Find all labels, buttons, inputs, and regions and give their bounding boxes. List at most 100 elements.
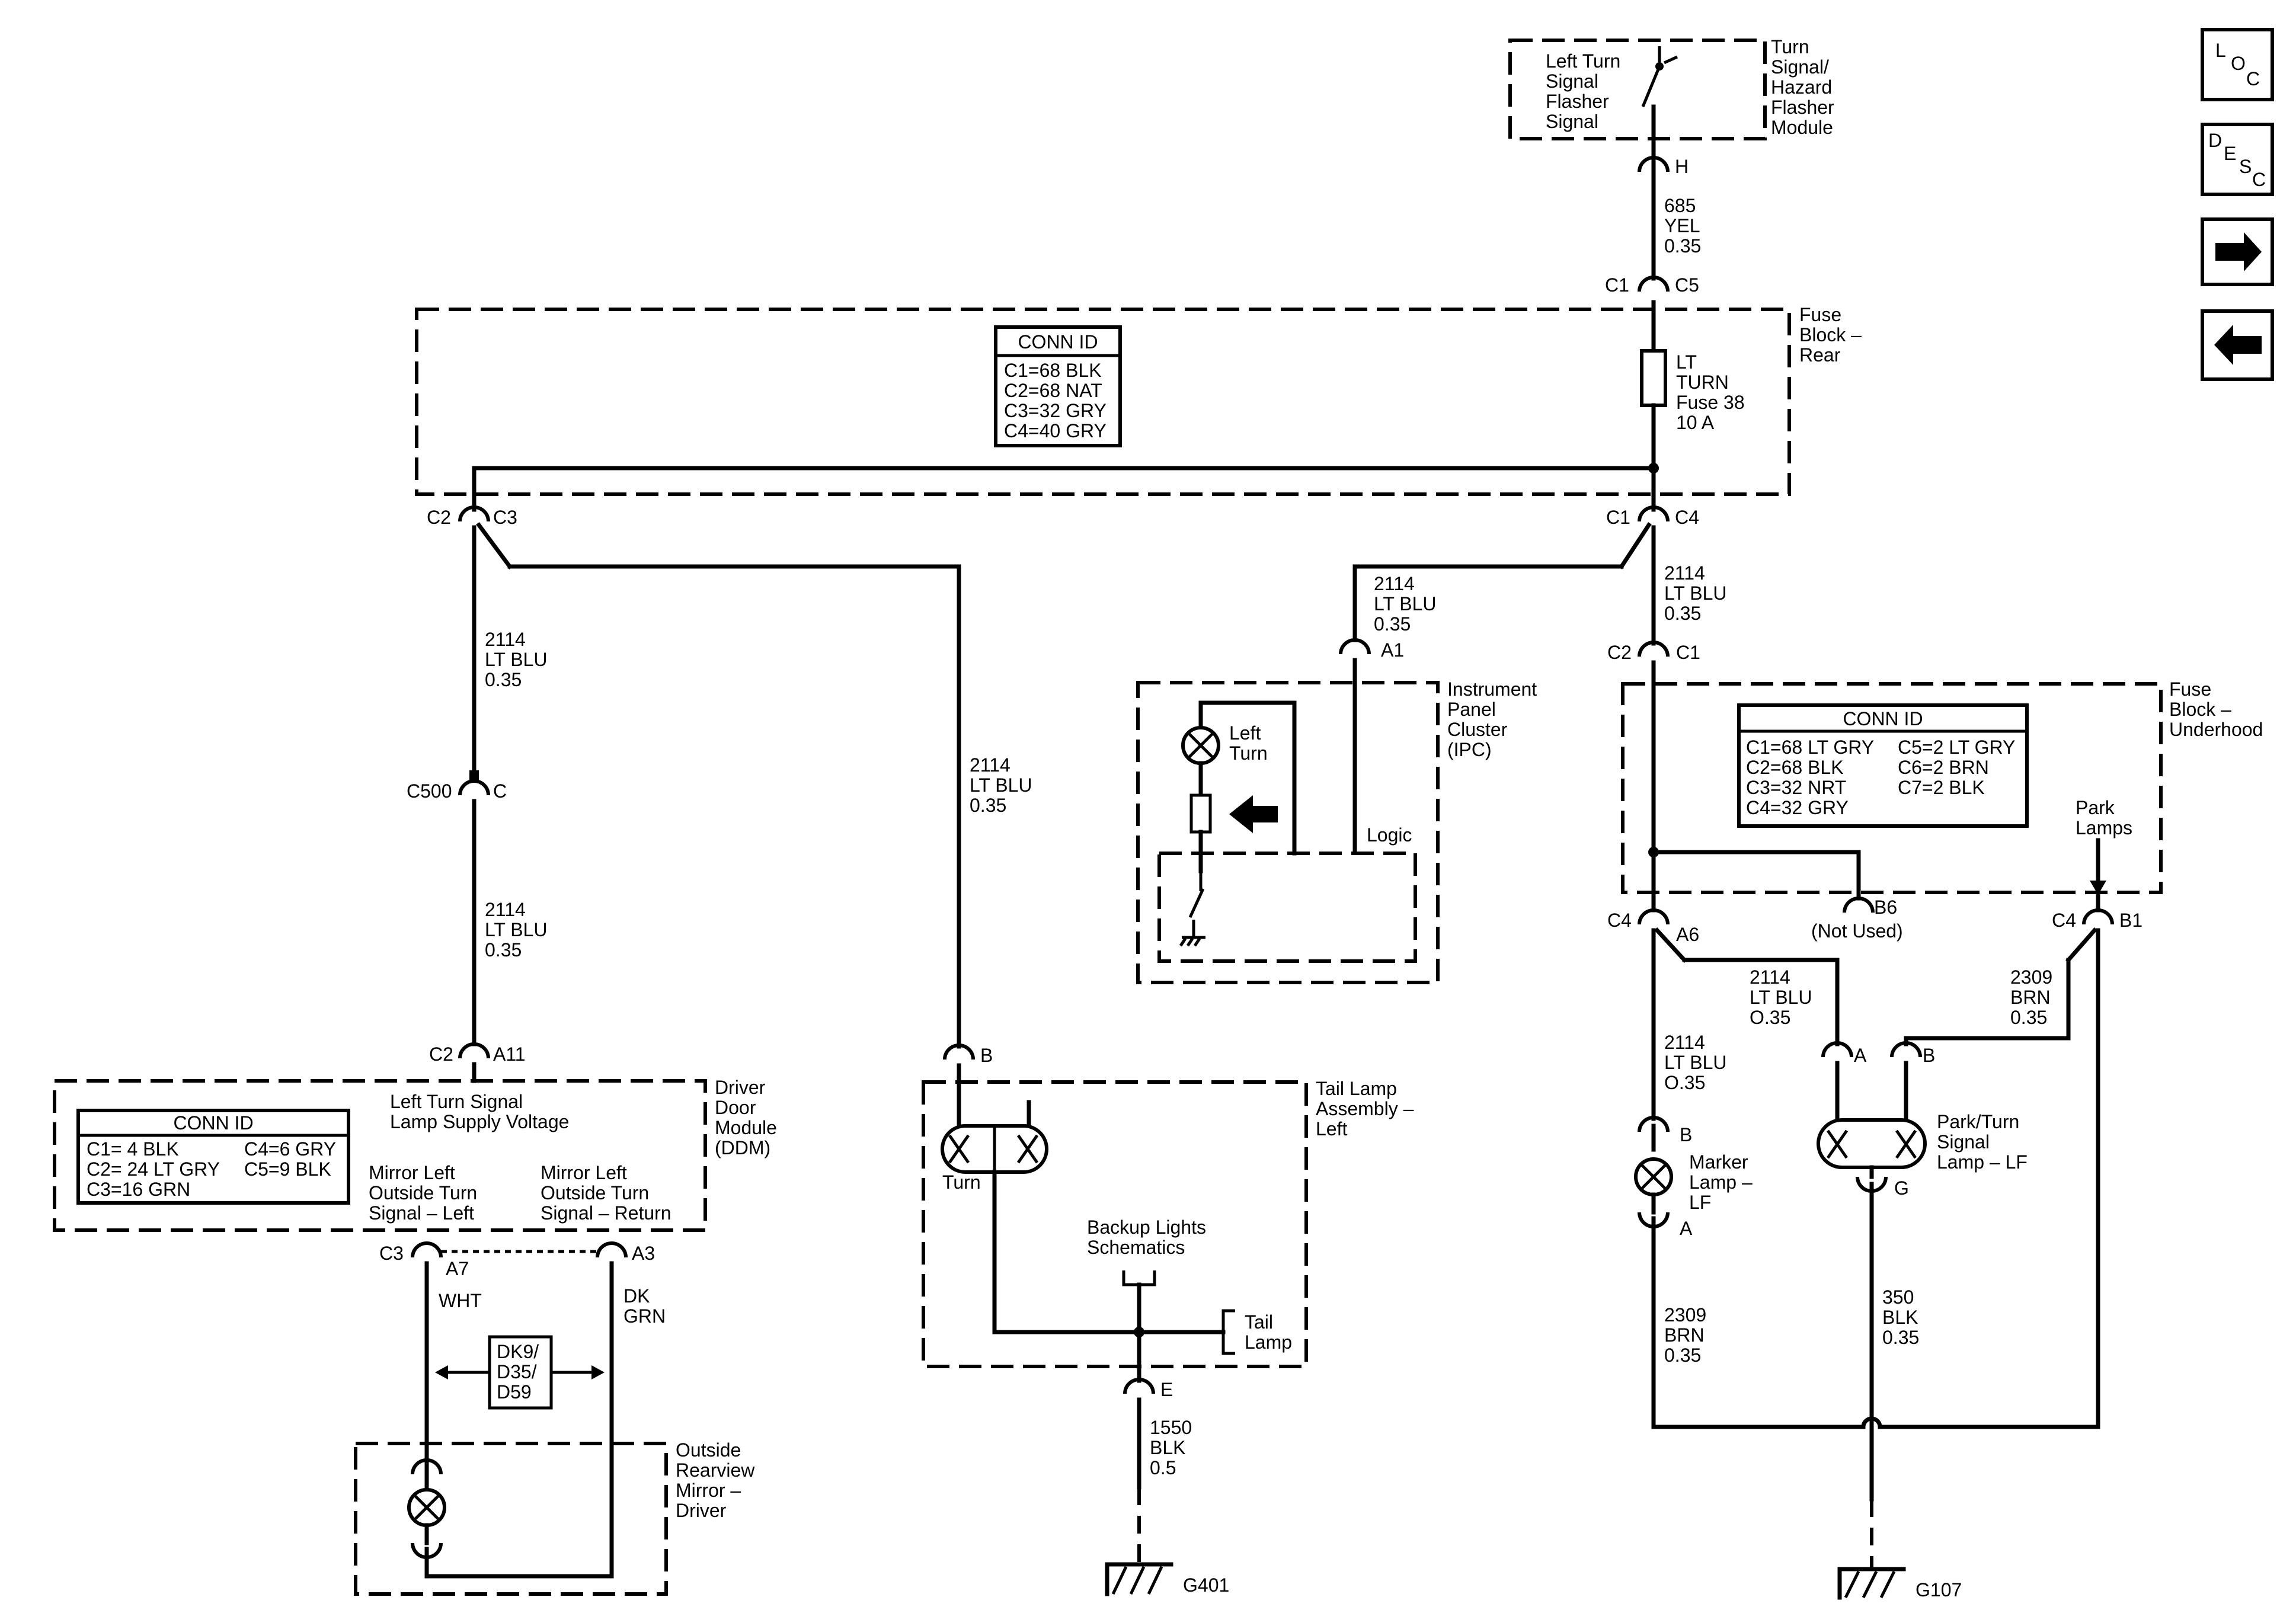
wire-label: 0.35 [1664, 235, 1701, 257]
pin-label: C1 [1605, 274, 1629, 296]
module-label: (DDM) [715, 1137, 770, 1158]
option-codes: DK9/ D35/ D59 [435, 1335, 605, 1410]
pin-label: A7 [446, 1258, 469, 1279]
pin-label: A [1680, 1218, 1693, 1239]
block-label: Block – [2169, 699, 2231, 720]
wire-label: LT BLU [1374, 593, 1437, 614]
arrow-left-icon [2214, 325, 2262, 365]
fuse-label: 10 A [1676, 412, 1715, 433]
reference-label: Backup Lights [1087, 1217, 1206, 1238]
signal-label: Mirror Left [369, 1162, 455, 1183]
connector-c2-a11 [458, 1042, 490, 1059]
turn-signal-hazard-flasher-module: Left Turn Signal Flasher Signal Turn Sig… [1508, 36, 1834, 141]
connector-a7 [411, 1241, 443, 1258]
module-label: (IPC) [1447, 739, 1492, 760]
signal-label: Mirror Left [541, 1162, 627, 1183]
conn-id-entry: C3=32 GRY [1004, 400, 1107, 421]
signal-label: Outside Turn [541, 1182, 649, 1204]
wire-label: 2309 [2010, 966, 2052, 988]
conn-id-entry: C7=2 BLK [1898, 777, 1985, 798]
pin-label: A11 [493, 1044, 526, 1065]
connector-c4-a6 [1638, 908, 1670, 925]
logic-label: Logic [1367, 824, 1412, 846]
wire-label: BRN [1664, 1324, 1705, 1346]
lamp-label: Turn [1229, 742, 1268, 764]
module-label: Left [1316, 1118, 1347, 1140]
conn-id-entry: C5=9 BLK [244, 1158, 331, 1180]
wire-label: GRN [623, 1305, 666, 1327]
loc-button[interactable]: L O C [2201, 28, 2274, 101]
wire-label: BLK [1150, 1437, 1185, 1458]
pin-label: C2 [427, 507, 451, 528]
wire-label: 0.35 [485, 669, 522, 690]
pin-label: C2 [1607, 642, 1632, 663]
supply-label: Left Turn Signal [390, 1091, 523, 1112]
block-label: Fuse [1799, 304, 1841, 325]
previous-page-button[interactable] [2201, 309, 2274, 381]
connector-c1-c5 [1638, 276, 1670, 292]
connector-a3 [596, 1241, 628, 1258]
ground-icon [1105, 1562, 1173, 1596]
pin-label: C4 [1675, 507, 1699, 528]
wire-label: 0.35 [1374, 613, 1411, 635]
conn-id-title: CONN ID [1018, 331, 1098, 353]
conn-id-entry: C3=32 NRT [1746, 777, 1846, 798]
wire-label: LT BLU [1664, 1052, 1727, 1073]
left-turn-indicator-lamp-icon [1181, 726, 1220, 765]
module-label: Hazard [1771, 76, 1832, 98]
connector-c4-b1 [2082, 908, 2114, 925]
switch-label: Flasher [1546, 91, 1609, 112]
fuse-icon [1640, 349, 1667, 407]
arrow-right-icon [2215, 232, 2262, 271]
wire-label: 1550 [1150, 1417, 1192, 1438]
lamp-label: LF [1689, 1192, 1711, 1213]
marker-lamp-icon [1634, 1157, 1673, 1196]
wire-label: 2114 [1664, 562, 1705, 584]
mirror-lamp-icon [407, 1488, 446, 1527]
desc-letter: C [2252, 169, 2266, 190]
connector-b6 [1843, 897, 1875, 913]
switch-label: Left Turn [1546, 50, 1620, 72]
wire-label: 0.35 [485, 939, 522, 961]
wire-label: 0.35 [2010, 1007, 2047, 1028]
ground-label: G401 [1183, 1574, 1229, 1596]
module-label: Signal/ [1771, 56, 1829, 78]
left-arrow-indicator-icon [1229, 795, 1278, 833]
park-lamps-label: Lamps [2076, 817, 2132, 838]
wire-label: 685 [1664, 195, 1696, 216]
conn-id-entry: C4=32 GRY [1746, 797, 1849, 818]
connector-c2-c1 [1638, 641, 1670, 657]
desc-button[interactable]: D E S C [2201, 123, 2274, 196]
wire-label: 0.5 [1150, 1457, 1176, 1478]
connector-c2-c3 [458, 505, 490, 522]
wire-label: YEL [1664, 215, 1700, 236]
wire-label: DK [623, 1285, 650, 1307]
pin-label: B [1680, 1124, 1692, 1145]
module-label: Outside [676, 1439, 741, 1461]
module-label: Cluster [1447, 719, 1508, 740]
pin-label: C4 [2052, 910, 2076, 931]
connector-a1 [1339, 638, 1371, 655]
option-label: DK9/ [497, 1341, 539, 1362]
pin-label: C3 [493, 507, 517, 528]
dual-filament-bulb-icon [941, 1124, 1048, 1174]
instrument-panel-cluster: Instrument Panel Cluster (IPC) Logic Lef… [1136, 658, 1537, 984]
next-page-button[interactable] [2201, 217, 2274, 286]
module-label: Rearview [676, 1459, 755, 1481]
module-label: Assembly – [1316, 1098, 1414, 1119]
module-label: Driver [676, 1500, 727, 1521]
wire-label: 0.35 [1664, 1345, 1701, 1366]
fuse-label: Fuse 38 [1676, 392, 1745, 413]
outside-rearview-mirror: Outside Rearview Mirror – Driver [354, 1439, 755, 1596]
not-used-label: (Not Used) [1811, 920, 1903, 942]
internal-switch-icon [1179, 871, 1205, 947]
wire-label: 2114 [485, 899, 526, 920]
wire-label: 2309 [1664, 1304, 1706, 1326]
ground-label: G107 [1916, 1579, 1962, 1601]
conn-id-entry: C1=68 LT GRY [1746, 737, 1874, 758]
pin-label: B6 [1874, 897, 1897, 918]
loc-letter: C [2246, 68, 2260, 89]
block-label: Fuse [2169, 678, 2211, 700]
module-label: Module [715, 1117, 777, 1138]
pin-label: E [1160, 1379, 1173, 1400]
